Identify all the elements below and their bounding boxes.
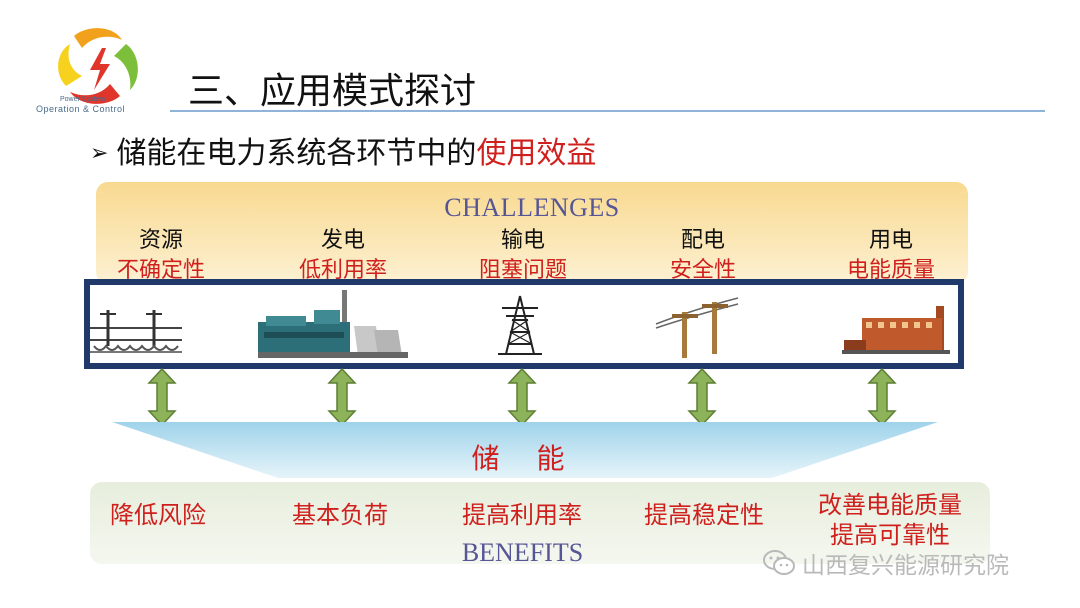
- logo-swirl-green: [114, 44, 138, 90]
- stage-issue: 低利用率: [298, 258, 387, 283]
- benefit-item: 降低风险: [68, 500, 248, 530]
- storage-label: 储 能: [471, 442, 579, 475]
- benefit-text: 提高稳定性: [644, 501, 764, 529]
- stage-issue: 电能质量: [846, 258, 935, 283]
- stage-name: 输电: [500, 228, 545, 253]
- benefits-label: BENEFITS: [461, 538, 584, 567]
- benefits-panel: [90, 482, 990, 564]
- stage-name: 资源: [138, 228, 183, 253]
- watermark-text: 山西复兴能源研究院: [802, 553, 1009, 579]
- double-arrow-icon: [507, 368, 537, 426]
- benefit-text: 降低风险: [110, 501, 206, 529]
- subtitle-highlight: 使用效益: [476, 136, 597, 171]
- page-title: 三、应用模式探讨: [188, 71, 477, 112]
- subtitle-text: 储能在电力系统各环节中的: [116, 136, 477, 171]
- challenges-label: CHALLENGES: [444, 193, 620, 222]
- benefit-item: 提高稳定性: [614, 500, 794, 530]
- utility-pole-icon: [655, 297, 739, 358]
- factory-icon: [842, 306, 950, 354]
- logo-swirl-yellow: [58, 44, 82, 86]
- benefit-text: 提高可靠性: [830, 521, 950, 549]
- benefit-item: 改善电能质量 提高可靠性: [800, 490, 980, 550]
- double-arrow-icon: [867, 368, 897, 426]
- title-divider: [170, 110, 1045, 112]
- stage-generation: 发电 低利用率: [268, 228, 418, 284]
- benefit-item: 提高利用率: [432, 500, 612, 530]
- benefit-item: 基本负荷: [250, 500, 430, 530]
- stage-consumption: 用电 电能质量: [816, 228, 966, 284]
- stage-name: 配电: [680, 228, 725, 253]
- logo-text-line2: Operation & Control: [36, 104, 126, 114]
- wind-farm-icon: [90, 310, 182, 353]
- wechat-icon: [763, 550, 795, 575]
- power-plant-icon: [258, 290, 408, 358]
- logo-text-line1: Power System: [60, 96, 106, 103]
- storage-band: [112, 422, 938, 478]
- stage-issue: 不确定性: [116, 258, 205, 283]
- stage-transmission: 输电 阻塞问题: [448, 228, 598, 284]
- subtitle: ➢ 储能在电力系统各环节中的使用效益: [90, 128, 596, 172]
- transmission-tower-icon: [498, 295, 542, 355]
- logo-swirl-red: [70, 84, 120, 104]
- stage-issue: 阻塞问题: [478, 258, 567, 283]
- stage-distribution: 配电 安全性: [628, 228, 778, 284]
- double-arrow-icon: [327, 368, 357, 426]
- benefit-text: 基本负荷: [292, 501, 388, 529]
- stage-name: 发电: [320, 228, 365, 253]
- double-arrow-icon: [687, 368, 717, 426]
- stage-resource: 资源 不确定性: [86, 228, 236, 284]
- benefit-text: 改善电能质量: [818, 491, 962, 519]
- stage-issue: 安全性: [669, 258, 736, 283]
- logo-lightning-icon: [90, 48, 110, 90]
- watermark: 山西复兴能源研究院: [762, 546, 1009, 579]
- arrow-bullet-icon: ➢: [90, 141, 109, 166]
- logo-swirl-orange: [74, 28, 122, 48]
- double-arrow-icon: [147, 368, 177, 426]
- challenges-panel: [96, 182, 968, 284]
- power-system-logo: [58, 28, 138, 104]
- benefit-text: 提高利用率: [462, 501, 582, 529]
- stage-name: 用电: [868, 228, 913, 253]
